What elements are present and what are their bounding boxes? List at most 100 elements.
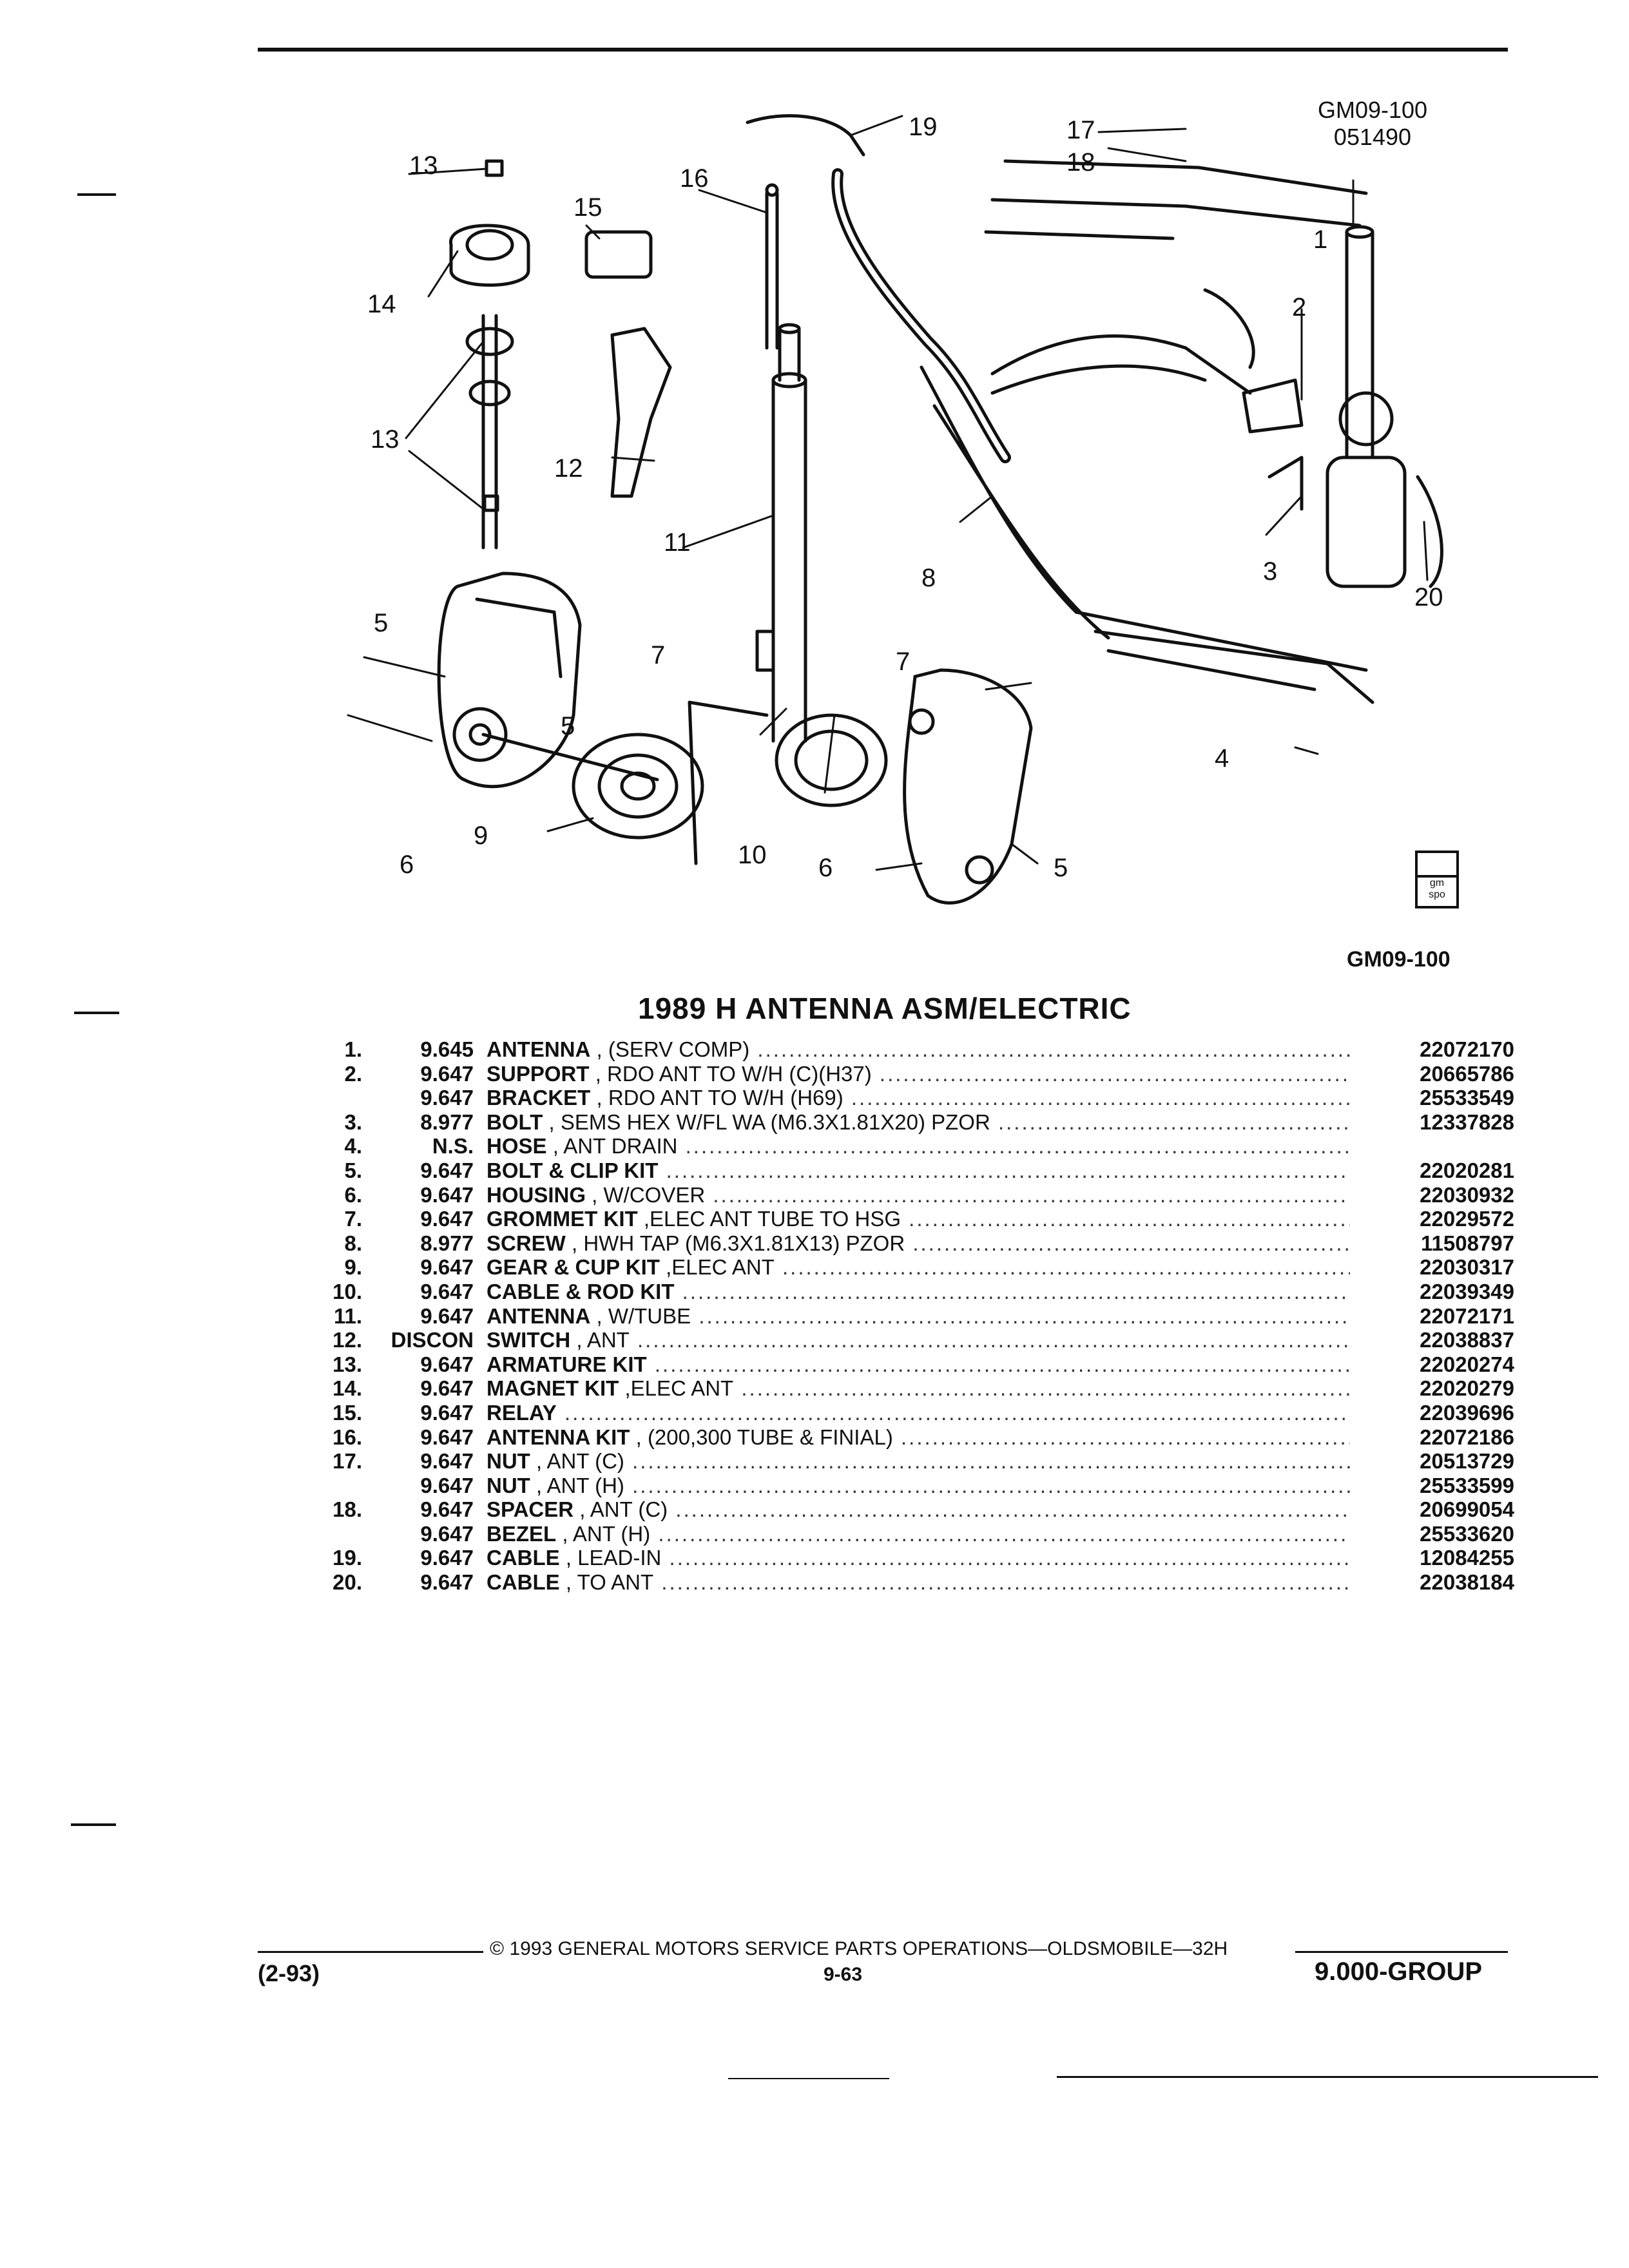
part-index: 1. — [344, 1037, 362, 1061]
gm-spo-logo-text: gm spo — [1418, 875, 1456, 901]
part-description: GEAR & CUP KIT ,ELEC ANT ...............… — [487, 1255, 1350, 1280]
part-description: MAGNET KIT ,ELEC ANT ...................… — [487, 1376, 1350, 1401]
part-name: SPACER — [487, 1497, 574, 1522]
leader-dots: ........................................… — [666, 1158, 1350, 1182]
leader-dots: ........................................… — [699, 1303, 1350, 1328]
callout-4: 4 — [1215, 744, 1229, 773]
part-name: BRACKET — [487, 1086, 591, 1110]
callout-11: 11 — [664, 528, 691, 557]
part-detail: , W/TUBE — [590, 1303, 691, 1328]
leader-dots: ........................................… — [741, 1376, 1350, 1401]
leader-dots: ........................................… — [879, 1061, 1350, 1086]
lead-in-cable — [746, 114, 865, 157]
part-group: 9.647 — [420, 1376, 474, 1401]
part-description: BRACKET , RDO ANT TO W/H (H69) .........… — [487, 1086, 1350, 1110]
scan-mark — [71, 1823, 116, 1826]
part-description: BOLT , SEMS HEX W/FL WA (M6.3X1.81X20) P… — [487, 1110, 1350, 1135]
callout-2: 2 — [1292, 293, 1306, 322]
armature — [481, 314, 498, 550]
callout-5b: 5 — [561, 712, 575, 740]
right-housing — [903, 668, 1033, 905]
part-index: 17. — [333, 1449, 362, 1474]
left-housing — [437, 572, 582, 789]
part-detail: ,ELEC ANT TUBE TO HSG — [637, 1207, 901, 1231]
part-name: BEZEL — [487, 1521, 557, 1546]
part-description: CABLE , LEAD-IN ........................… — [487, 1546, 1350, 1570]
part-detail: , RDO ANT TO W/H (C)(H37) — [589, 1061, 872, 1086]
part-index: 8. — [344, 1231, 362, 1255]
part-number: 25533549 — [1420, 1086, 1514, 1110]
part-group: 9.647 — [420, 1400, 474, 1425]
callout-10: 10 — [738, 841, 767, 869]
part-description: SWITCH , ANT ...........................… — [487, 1328, 1350, 1352]
part-index: 6. — [344, 1182, 362, 1207]
part-number: 22039696 — [1420, 1400, 1514, 1425]
callout-20: 20 — [1414, 583, 1443, 611]
part-index: 10. — [333, 1279, 362, 1303]
nut-13-top — [485, 159, 504, 177]
leader-dots: ........................................… — [685, 1134, 1350, 1158]
leader-dots: ........................................… — [912, 1231, 1350, 1255]
callout-13a: 13 — [409, 151, 438, 180]
part-detail: , ANT (C) — [530, 1449, 624, 1474]
callout-1: 1 — [1313, 226, 1327, 254]
callout-18: 18 — [1066, 148, 1095, 177]
part-number: 20699054 — [1420, 1497, 1514, 1522]
diagram-caption: GM09-100 — [1347, 947, 1451, 972]
part-name: ANTENNA — [487, 1037, 591, 1061]
part-index: 11. — [333, 1303, 362, 1328]
leader-dots: ........................................… — [675, 1497, 1350, 1522]
footer-rule-left — [258, 1951, 483, 1953]
footer-group: 9.000-GROUP — [1315, 1957, 1483, 1986]
leader-dots: ........................................… — [632, 1449, 1350, 1474]
part-number: 22030317 — [1420, 1255, 1514, 1280]
part-number: 20513729 — [1420, 1449, 1514, 1474]
part-number: 20665786 — [1420, 1061, 1514, 1086]
part-number: 22072171 — [1420, 1303, 1514, 1328]
callout-9: 9 — [474, 822, 488, 850]
part-number: 22038184 — [1420, 1570, 1514, 1595]
part-number: 22072170 — [1420, 1037, 1514, 1061]
part-name: CABLE & ROD KIT — [487, 1279, 675, 1303]
part-index: 16. — [333, 1425, 362, 1449]
part-detail: ,ELEC ANT — [619, 1376, 734, 1401]
callout-13b: 13 — [371, 425, 400, 454]
leader-dots: ........................................… — [909, 1207, 1350, 1231]
part-name: CABLE — [487, 1546, 560, 1570]
diagram-code: GM09-100 — [1317, 97, 1428, 123]
leader-dots: ........................................… — [851, 1086, 1350, 1110]
part-number: 11508797 — [1420, 1231, 1514, 1255]
gm-spo-logo: gm spo — [1415, 850, 1459, 908]
part-group: 9.647 — [420, 1182, 474, 1207]
part-group: 9.645 — [420, 1037, 474, 1061]
parts-row: 6. 9.647 HOUSING , W/COVER ...............… — [303, 1183, 1514, 1207]
part-index: 2. — [344, 1061, 362, 1086]
part-group: 9.647 — [420, 1570, 474, 1595]
part-detail: , HWH TAP (M6.3X1.81X13) PZOR — [565, 1231, 905, 1255]
part-detail: , ANT (H) — [556, 1521, 651, 1546]
part-name: ANTENNA — [487, 1303, 591, 1328]
part-group: 9.647 — [420, 1158, 474, 1182]
part-name: HOUSING — [487, 1182, 586, 1207]
part-group: DISCON — [390, 1328, 474, 1352]
callout-19: 19 — [909, 113, 938, 141]
part-description: ANTENNA , W/TUBE .......................… — [487, 1304, 1350, 1329]
part-name: BOLT & CLIP KIT — [487, 1158, 659, 1182]
part-detail: , TO ANT — [559, 1570, 654, 1595]
part-name: SUPPORT — [487, 1061, 590, 1086]
part-name: SWITCH — [487, 1328, 571, 1352]
part-group: 9.647 — [420, 1449, 474, 1474]
leader-dots: ........................................… — [658, 1521, 1350, 1546]
footer-revision: (2-93) — [258, 1960, 320, 1986]
part-description: HOUSING , W/COVER ......................… — [487, 1183, 1350, 1207]
